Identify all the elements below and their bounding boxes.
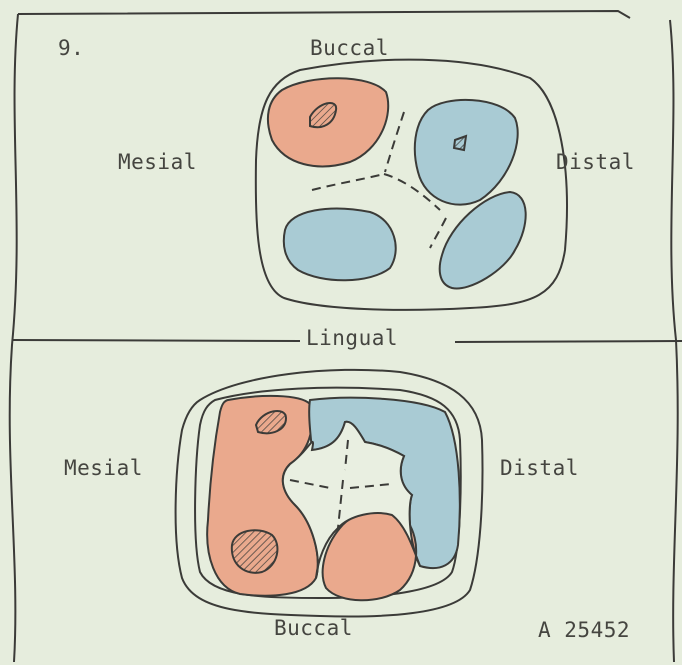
- top-mesiolingual-region: [284, 209, 396, 281]
- frame-left-edge: [10, 14, 18, 662]
- top-buccal-label: Buccal: [310, 38, 389, 59]
- top-distobuccal-region: [415, 100, 518, 205]
- figure-number: 9.: [58, 38, 84, 59]
- top-distal-label: Distal: [556, 152, 635, 173]
- bottom-distal-label: Distal: [500, 458, 579, 479]
- bottom-mesial-label: Mesial: [64, 458, 143, 479]
- bottom-mesiobuccal-wear-facet: [232, 530, 278, 573]
- bottom-buccal-label: Buccal: [274, 618, 353, 639]
- frame-top-line: [18, 11, 630, 18]
- top-mesial-label: Mesial: [118, 152, 197, 173]
- catalog-number: A 25452: [538, 620, 630, 641]
- top-distolingual-region: [440, 192, 526, 288]
- lingual-label: Lingual: [306, 328, 398, 349]
